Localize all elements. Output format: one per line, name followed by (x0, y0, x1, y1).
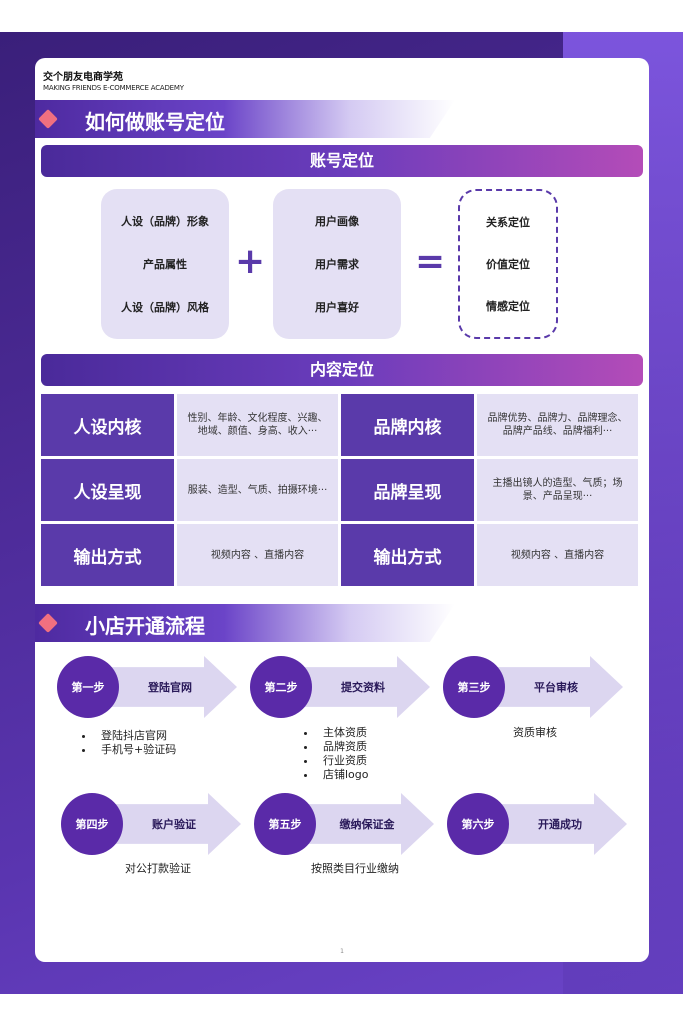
step-5-desc: 按照类目行业缴纳 (311, 862, 399, 876)
user-box: 用户画像 用户需求 用户喜好 (273, 189, 401, 339)
row-text: 服装、造型、气质、拍摄环境··· (177, 459, 338, 521)
brand-header: 交个朋友电商学苑 MAKING FRIENDS E-COMMERCE ACADE… (43, 68, 184, 92)
step-2-desc: 主体资质 品牌资质 行业资质 店铺logo (297, 726, 369, 782)
step-number: 第四步 (61, 793, 123, 855)
result-item: 情感定位 (486, 300, 530, 313)
step-desc-text: 按照类目行业缴纳 (311, 862, 399, 875)
step-label: 开通成功 (538, 818, 582, 831)
step-label: 登陆官网 (148, 681, 192, 694)
diamond-icon (38, 109, 58, 129)
step-label: 缴纳保证金 (339, 818, 395, 831)
table-row: 人设内核 性别、年龄、文化程度、兴趣、地域、颜值、身高、收入··· 品牌内核 品… (41, 394, 641, 456)
persona-item: 人设（品牌）形象 (121, 214, 209, 228)
step-2: 第二步 提交资料 (250, 656, 430, 718)
row-header: 人设内核 (41, 394, 174, 456)
persona-item: 人设（品牌）风格 (121, 301, 209, 315)
section-heading-shop: 小店开通流程 (35, 604, 455, 642)
row-text: 视频内容 、直播内容 (477, 524, 638, 586)
user-item: 用户画像 (315, 214, 359, 228)
list-item: 手机号+验证码 (95, 743, 176, 757)
section-heading-account: 如何做账号定位 (35, 100, 455, 138)
user-item: 用户喜好 (315, 301, 359, 315)
step-1-desc: 登陆抖店官网 手机号+验证码 (75, 729, 176, 757)
row-header: 输出方式 (41, 524, 174, 586)
row-header: 人设呈现 (41, 459, 174, 521)
step-3-desc: 资质审核 (513, 726, 557, 740)
step-number: 第二步 (250, 656, 312, 718)
row-text: 视频内容 、直播内容 (177, 524, 338, 586)
page-number: 1 (340, 948, 344, 955)
row-text: 品牌优势、品牌力、品牌理念、品牌产品线、品牌福利··· (477, 394, 638, 456)
step-3: 第三步 平台审核 (443, 656, 623, 718)
step-4: 第四步 账户验证 (61, 793, 241, 855)
brand-name-en: MAKING FRIENDS E-COMMERCE ACADEMY (43, 84, 184, 92)
user-item: 用户需求 (315, 257, 359, 271)
content-grid: 人设内核 性别、年龄、文化程度、兴趣、地域、颜值、身高、收入··· 品牌内核 品… (41, 394, 641, 589)
row-text: 性别、年龄、文化程度、兴趣、地域、颜值、身高、收入··· (177, 394, 338, 456)
step-label: 提交资料 (341, 681, 385, 694)
row-header: 品牌呈现 (341, 459, 474, 521)
row-header: 输出方式 (341, 524, 474, 586)
persona-box: 人设（品牌）形象 产品属性 人设（品牌）风格 (101, 189, 229, 339)
diamond-icon (38, 613, 58, 633)
list-item: 品牌资质 (317, 740, 369, 754)
document-sheet: 交个朋友电商学苑 MAKING FRIENDS E-COMMERCE ACADE… (35, 58, 649, 962)
step-desc-text: 资质审核 (513, 726, 557, 739)
persona-item: 产品属性 (143, 257, 187, 271)
plus-icon: + (235, 241, 266, 282)
row-text: 主播出镜人的造型、气质；场景、产品呈现··· (477, 459, 638, 521)
step-label: 账户验证 (152, 818, 196, 831)
step-number: 第三步 (443, 656, 505, 718)
step-label: 平台审核 (534, 681, 578, 694)
list-item: 登陆抖店官网 (95, 729, 176, 743)
step-number: 第六步 (447, 793, 509, 855)
list-item: 行业资质 (317, 754, 369, 768)
result-item: 价值定位 (486, 258, 530, 271)
result-box: 关系定位 价值定位 情感定位 (458, 189, 558, 339)
brand-name-cn: 交个朋友电商学苑 (43, 72, 123, 83)
list-item: 店铺logo (317, 768, 369, 782)
step-1: 第一步 登陆官网 (57, 656, 237, 718)
step-5: 第五步 缴纳保证金 (254, 793, 434, 855)
step-number: 第五步 (254, 793, 316, 855)
table-row: 输出方式 视频内容 、直播内容 输出方式 视频内容 、直播内容 (41, 524, 641, 586)
row-header: 品牌内核 (341, 394, 474, 456)
step-desc-text: 对公打款验证 (125, 862, 191, 875)
result-item: 关系定位 (486, 216, 530, 229)
content-positioning-bar: 内容定位 (41, 354, 643, 386)
step-number: 第一步 (57, 656, 119, 718)
section-title: 小店开通流程 (85, 614, 205, 638)
step-4-desc: 对公打款验证 (125, 862, 191, 876)
table-row: 人设呈现 服装、造型、气质、拍摄环境··· 品牌呈现 主播出镜人的造型、气质；场… (41, 459, 641, 521)
account-positioning-bar: 账号定位 (41, 145, 643, 177)
equals-icon: = (415, 241, 446, 282)
section-title: 如何做账号定位 (85, 110, 225, 134)
step-6: 第六步 开通成功 (447, 793, 627, 855)
list-item: 主体资质 (317, 726, 369, 740)
